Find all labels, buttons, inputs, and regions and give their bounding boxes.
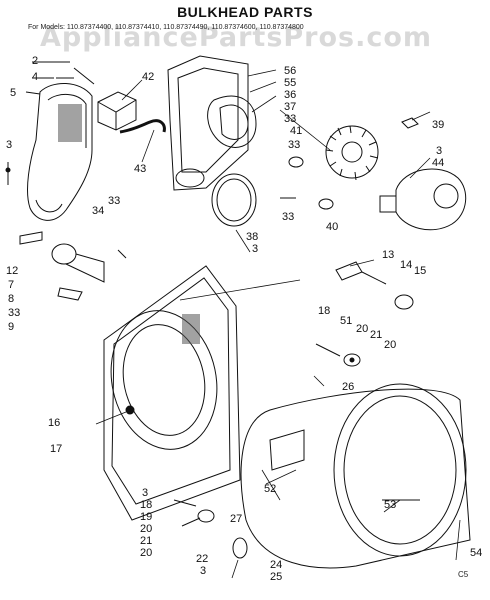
callout-label: 9 [8,321,15,333]
callout-label: 33 [288,139,301,151]
callout-label: 5 [10,87,17,99]
callout-label: 43 [134,163,147,175]
blower-housing-part [379,168,467,231]
callout-label: 37 [284,101,297,113]
leader-lines [95,69,461,579]
callout-label: 3 [200,565,207,577]
callout-label: 33 [108,195,121,207]
callout-label: 16 [48,417,61,429]
callout-label: 4 [32,71,39,83]
callout-label: 15 [414,265,427,277]
callout-label: 20 [356,323,369,335]
callout-label: 53 [384,499,397,511]
callout-label: 20 [140,547,153,559]
callout-label: 25 [270,571,283,583]
element-assembly-part [97,91,166,134]
drum-part [240,383,471,569]
roller-parts [315,343,361,367]
callout-label: 12 [6,265,19,277]
callout-label: 33 [284,113,297,125]
callout-label: 51 [340,315,353,327]
callout-label: 52 [264,483,277,495]
callout-label: 3 [436,145,443,157]
callout-label: 24 [270,559,283,571]
callout-label: 26 [342,381,355,393]
callout-label: 18 [140,499,153,511]
callout-label: 3 [6,139,13,151]
callout-label: 34 [92,205,105,217]
diagram-title: BULKHEAD PARTS [177,4,313,20]
corner-code: C5 [458,570,469,579]
callout-label: 2 [32,55,39,67]
small-hardware [280,117,419,210]
blower-wheel-part [325,125,379,181]
callout-label: 3 [252,243,259,255]
callout-label: 40 [326,221,339,233]
bulkhead-rear-part [167,55,257,191]
callout-label: 21 [370,329,383,341]
drive-motor-parts [19,231,127,301]
callout-label: 55 [284,77,297,89]
rear-duct-part [27,82,93,221]
callout-label: 56 [284,65,297,77]
callout-label: 17 [50,443,63,455]
callout-label: 39 [432,119,445,131]
model-numbers: For Models: 110.87374400, 110.87374410, … [28,24,304,31]
callout-label: 19 [140,511,153,523]
callout-label: 18 [318,305,331,317]
callout-label: 41 [290,125,303,137]
lower-roller-parts [173,499,248,559]
callout-label: 7 [8,279,15,291]
callout-label: 8 [8,293,15,305]
callout-label: 22 [196,553,209,565]
thermostat-parts [335,261,414,310]
callout-label: 20 [140,523,153,535]
callout-label: 3 [142,487,149,499]
callout-label: 36 [284,89,297,101]
callout-label: 27 [230,513,243,525]
callout-label: 20 [384,339,397,351]
callout-label: 44 [432,157,445,169]
seal-ring-part [211,173,257,227]
screw-parts [5,61,95,185]
callout-label: 38 [246,231,259,243]
callout-label: 14 [400,259,413,271]
callout-label: 42 [142,71,155,83]
callout-label: 13 [382,249,395,261]
callout-label: 33 [8,307,21,319]
callout-label: 21 [140,535,153,547]
front-bulkhead-part [103,265,241,521]
callout-label: 54 [470,547,483,559]
callout-label: 33 [282,211,295,223]
